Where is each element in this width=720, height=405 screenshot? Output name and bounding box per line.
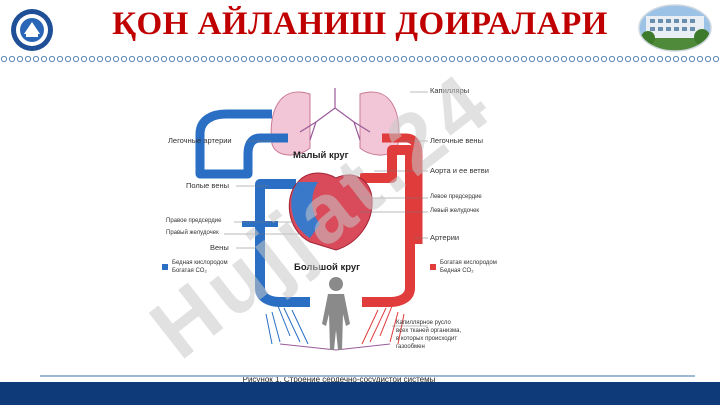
label-left-atrium: Левое предсердие [430,194,482,200]
legend-arterial-line-2: Бедная CO₂ [440,268,474,274]
legend-arterial-line-1: Богатая кислородом [440,260,497,266]
university-logo [10,8,54,52]
label-capillaries: Капилляры [430,86,470,95]
label-aorta: Аорта и ее ветви [430,166,489,175]
page-title: ҚОН АЙЛАНИШ ДОИРАЛАРИ [112,6,608,42]
legend-venous-line-1: Бедная кислородом [172,260,228,266]
label-right-atrium: Правое предсердие [166,218,222,224]
decorative-border [0,55,720,63]
legend-swatch-venous [162,264,168,270]
label-capillary-bed-4: газообмен [396,344,425,350]
building-photo [638,4,712,52]
circulation-diagram: Капилляры Легочные артерии Легочные вены… [160,74,518,388]
label-small-circle: Малый круг [293,150,349,161]
label-right-ventricle: Правый желудочек [166,230,219,236]
footer-bar [0,382,720,405]
label-arteries: Артерии [430,233,460,242]
label-capillary-bed-3: в которых происходит [396,336,458,342]
legend-swatch-arterial [430,264,436,270]
label-big-circle: Большой круг [294,262,361,273]
footer-divider [40,375,695,377]
label-vena-cava: Полые вены [186,181,230,190]
figure-caption: Рисунок 1. Строение сердечно-сосудистой … [242,375,436,384]
label-capillary-bed-2: всех тканей организма, [396,328,462,334]
label-capillary-bed-1: Капиллярное русло [396,320,451,326]
circulation-illustration [195,88,428,351]
label-veins: Вены [210,243,229,252]
label-left-ventricle: Левый желудочек [430,208,480,214]
legend-venous-line-2: Богатая CO₂ [172,268,207,274]
label-pulmonary-arteries: Легочные артерии [168,136,232,145]
label-pulmonary-veins: Легочные вены [430,136,483,145]
